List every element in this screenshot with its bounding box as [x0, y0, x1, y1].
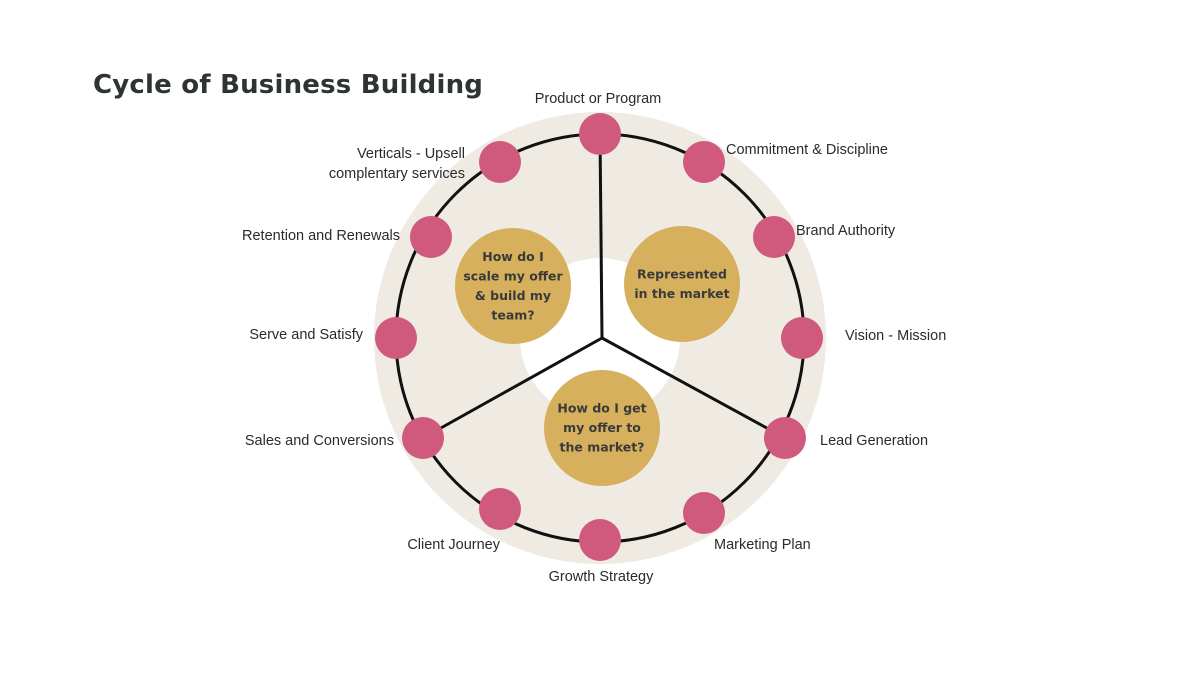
stage-label-retention-renewals: Retention and Renewals [242, 228, 400, 244]
stage-label-serve-satisfy: Serve and Satisfy [249, 327, 363, 343]
stage-label-line: Serve and Satisfy [249, 327, 363, 343]
stage-label-line: Product or Program [535, 91, 662, 107]
stage-node-commitment-discipline [683, 141, 725, 183]
stage-label-brand-authority: Brand Authority [796, 223, 896, 239]
spoke-top [598, 133, 604, 339]
stage-node-sales-conversions [402, 417, 444, 459]
stage-node-growth-strategy [579, 519, 621, 561]
stage-label-line: Growth Strategy [549, 569, 655, 585]
sector-dividers [422, 133, 786, 440]
question-circle-represented-market [624, 226, 740, 342]
question-text-line: How do I [482, 249, 544, 264]
stage-node-lead-generation [764, 417, 806, 459]
stage-label-line: Verticals - Upsell [357, 146, 465, 162]
spoke-lower-left [422, 336, 603, 440]
stage-node-serve-satisfy [375, 317, 417, 359]
stage-label-line: Vision - Mission [845, 328, 946, 344]
stage-label-line: Client Journey [407, 537, 500, 553]
stage-label-line: Sales and Conversions [245, 433, 394, 449]
question-text-scale-offer: How do I scale my offer & build my team? [463, 249, 563, 323]
stage-label-line: Marketing Plan [714, 537, 811, 553]
question-text-line: in the market [634, 286, 729, 301]
question-text-line: team? [491, 307, 534, 322]
stage-node-product-or-program [579, 113, 621, 155]
stage-label-growth-strategy: Growth Strategy [549, 569, 655, 585]
stage-node-marketing-plan [683, 492, 725, 534]
stage-node-vision-mission [781, 317, 823, 359]
stage-node-brand-authority [753, 216, 795, 258]
stage-label-line: Lead Generation [820, 433, 928, 449]
stage-label-line: Retention and Renewals [242, 228, 400, 244]
question-circles: How do I scale my offer & build my team? Rep… [455, 226, 740, 486]
stage-label-client-journey: Client Journey [407, 537, 500, 553]
stage-label-verticals-upsell: Verticals - Upsell complentary services [329, 146, 465, 182]
stage-label-product-or-program: Product or Program [535, 91, 662, 107]
stage-node-retention-renewals [410, 216, 452, 258]
stage-label-sales-conversions: Sales and Conversions [245, 433, 394, 449]
question-text-line: How do I get [557, 401, 646, 416]
stage-node-verticals-upsell [479, 141, 521, 183]
stage-label-line: Brand Authority [796, 223, 896, 239]
question-text-offer-to-market: How do I get my offer to the market? [557, 401, 646, 455]
spoke-lower-right [601, 336, 786, 440]
question-circle-offer-to-market [544, 370, 660, 486]
stage-label-commitment-discipline: Commitment & Discipline [726, 142, 888, 158]
stage-label-vision-mission: Vision - Mission [845, 328, 946, 344]
question-text-line: my offer to [563, 420, 641, 435]
question-text-line: scale my offer [463, 268, 563, 283]
question-text-line: the market? [559, 440, 644, 455]
question-circle-scale-offer [455, 228, 571, 344]
stage-nodes [375, 113, 823, 561]
question-text-represented-market: Represented in the market [634, 266, 729, 301]
stage-label-line: Commitment & Discipline [726, 142, 888, 158]
stage-node-client-journey [479, 488, 521, 530]
diagram-title: Cycle of Business Building [93, 70, 484, 100]
question-text-line: & build my [475, 288, 551, 303]
question-text-line: Represented [637, 266, 727, 281]
stage-label-line: complentary services [329, 166, 465, 182]
stage-label-marketing-plan: Marketing Plan [714, 537, 811, 553]
stage-label-lead-generation: Lead Generation [820, 433, 928, 449]
